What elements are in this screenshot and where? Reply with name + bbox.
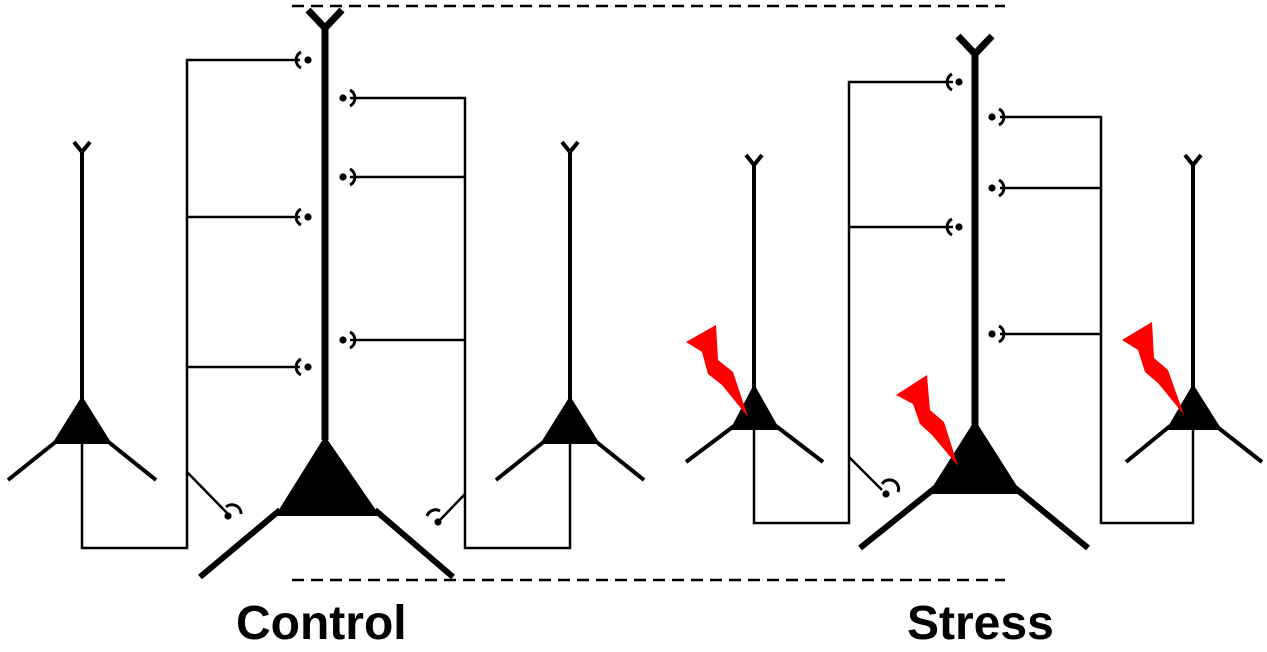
- stress-synapse-icon: [988, 324, 1006, 344]
- control-synapse-icon: [294, 50, 312, 70]
- stress-lightning-bolt-icon: [686, 325, 748, 417]
- stress-label: Stress: [907, 597, 1054, 650]
- control-right-neuron-icon: [494, 140, 646, 482]
- stress-synapse-icon: [880, 478, 901, 498]
- control-central-neuron-icon: [198, 7, 455, 580]
- stress-lightning-bolt-icon: [896, 375, 958, 466]
- control-left-neuron-icon: [6, 140, 158, 482]
- control-synapse-icon: [294, 357, 312, 377]
- control-left-circuit-lines: [80, 58, 300, 550]
- control-synapse-icon: [294, 207, 312, 227]
- stress-left-circuit-lines: [752, 80, 953, 525]
- stress-panel: [684, 33, 1264, 551]
- stress-right-circuit-lines: [1000, 115, 1195, 525]
- stress-synapse-icon: [945, 217, 963, 237]
- stress-right-neuron-icon: [1124, 153, 1264, 464]
- control-synapse-icon: [224, 503, 243, 520]
- control-label: Control: [236, 597, 407, 650]
- control-panel: [6, 7, 646, 580]
- control-synapse-icon: [339, 330, 357, 350]
- control-synapse-icon: [339, 88, 357, 108]
- control-synapse-icon: [425, 508, 442, 526]
- control-synapse-icon: [339, 167, 357, 187]
- stress-synapse-icon: [988, 107, 1006, 127]
- stress-central-neuron-icon: [858, 33, 1090, 551]
- stress-synapse-icon: [988, 178, 1006, 198]
- control-right-circuit-lines: [350, 96, 572, 550]
- stress-left-neuron-icon: [684, 153, 825, 464]
- stress-lightning-bolt-icon: [1122, 322, 1184, 415]
- stress-synapse-icon: [945, 72, 963, 92]
